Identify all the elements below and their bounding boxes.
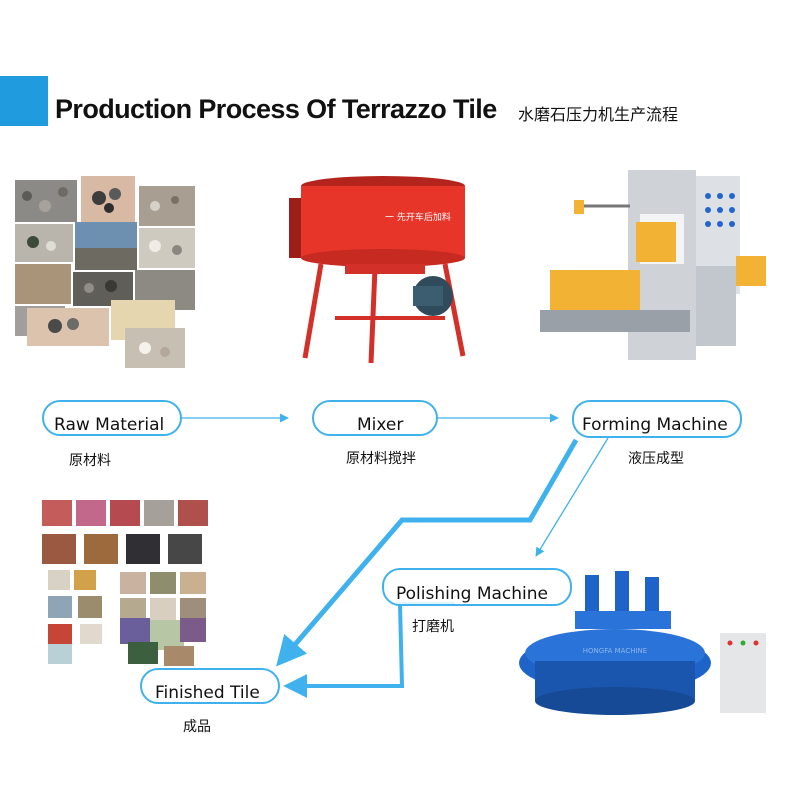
finished-tiles-grid: [42, 500, 208, 666]
step-polishing-machine: [382, 568, 572, 606]
step-mixer-label: Mixer: [357, 415, 404, 435]
step-mixer-cn: 原材料搅拌: [346, 451, 416, 467]
forming-machine-illustration: [540, 170, 766, 360]
step-forming-machine-cn: 液压成型: [628, 451, 684, 467]
arrow-forming-to-finished: [276, 438, 579, 667]
step-finished-tile-label: Finished Tile: [155, 683, 260, 703]
step-raw-material-cn: 原材料: [69, 453, 111, 469]
hand-stones-photo: [81, 176, 135, 224]
step-raw-material: [42, 400, 182, 436]
mixer-drum: [301, 186, 465, 258]
marble-chips-photo: [125, 328, 185, 368]
step-raw-material-label: Raw Material: [54, 415, 165, 435]
press-mold: [636, 222, 676, 262]
sand-photo: [15, 264, 71, 304]
mixer-illustration: 一 先开车后加料: [289, 176, 466, 364]
mixer-drum-text: 一 先开车后加料: [385, 211, 451, 223]
arrow-forming-to-polishing: [535, 437, 609, 557]
step-finished-tile: [140, 668, 280, 704]
polishing-head: [585, 575, 599, 615]
step-polishing-machine-label: Polishing Machine: [396, 584, 548, 604]
step-mixer: [312, 400, 438, 436]
page-title: Production Process Of Terrazzo Tile: [55, 94, 497, 124]
title-accent-bar: [0, 76, 48, 126]
raw-material-collage: [15, 176, 195, 368]
mixer-handle: [289, 198, 301, 258]
crushed-stone-photo: [139, 186, 195, 226]
white-chips-photo: [139, 228, 195, 268]
polishing-control-box: [720, 633, 766, 713]
mold-table: [550, 270, 640, 310]
pebbles-photo: [15, 224, 73, 262]
polishing-brand-text: HONGFA MACHINE: [583, 647, 647, 655]
polishing-machine-illustration: HONGFA MACHINE: [519, 571, 766, 715]
step-polishing-machine-cn: 打磨机: [412, 619, 454, 635]
step-forming-machine: [572, 400, 742, 438]
step-finished-tile-cn: 成品: [183, 719, 211, 735]
page-title-cn: 水磨石压力机生产流程: [518, 105, 679, 124]
step-forming-machine-label: Forming Machine: [582, 415, 728, 435]
